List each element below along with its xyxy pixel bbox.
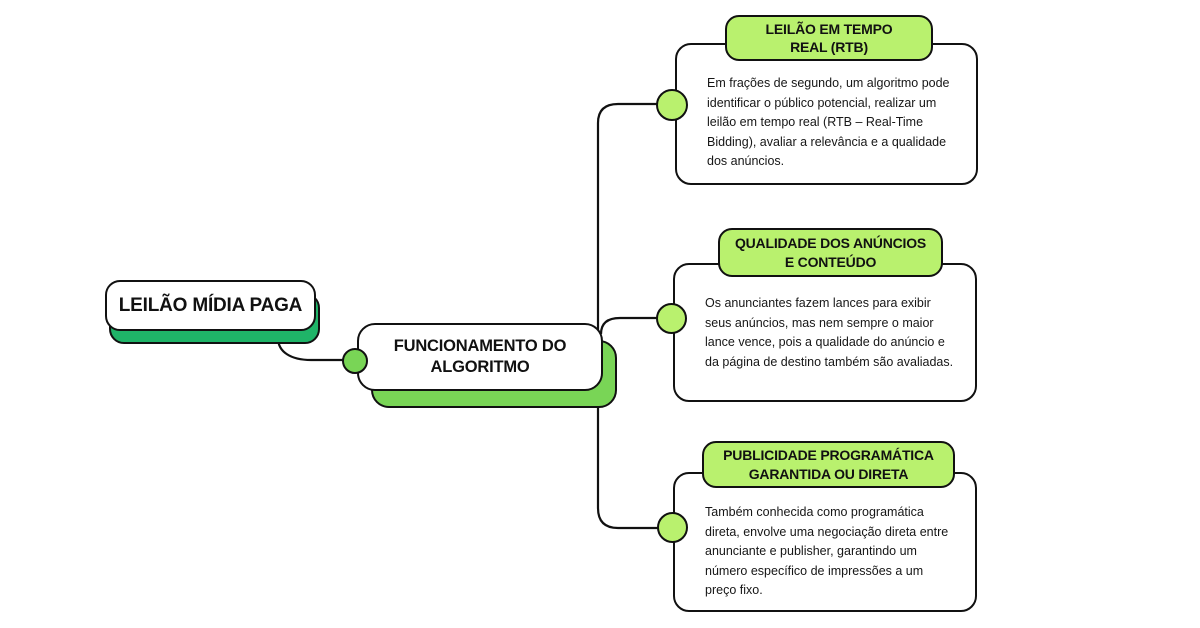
connector-center-to-branch-1 xyxy=(596,102,658,358)
branch-header-programmatic: PUBLICIDADE PROGRAMÁTICA GARANTIDA OU DI… xyxy=(702,441,955,488)
center-node: FUNCIONAMENTO DO ALGORITMO xyxy=(357,323,603,391)
connector-dot-branch-1 xyxy=(656,89,688,121)
center-node-label: FUNCIONAMENTO DO ALGORITMO xyxy=(393,337,567,376)
branch-card-quality: Os anunciantes fazem lances para exibir … xyxy=(673,263,977,402)
connector-dot-center xyxy=(342,348,368,374)
connector-center-to-branch-3 xyxy=(596,358,659,530)
branch-card-rtb: Em frações de segundo, um algoritmo pode… xyxy=(675,43,978,185)
branch-card-rtb-body: Em frações de segundo, um algoritmo pode… xyxy=(707,76,950,168)
branch-header-quality-label: QUALIDADE DOS ANÚNCIOS E CONTEÚDO xyxy=(734,235,927,270)
branch-header-programmatic-label: PUBLICIDADE PROGRAMÁTICA GARANTIDA OU DI… xyxy=(723,447,934,482)
root-node-label: LEILÃO MÍDIA PAGA xyxy=(118,294,303,316)
connector-dot-branch-3 xyxy=(657,512,688,543)
root-node: LEILÃO MÍDIA PAGA xyxy=(105,280,316,331)
branch-card-programmatic-body: Também conhecida como programática diret… xyxy=(705,505,949,597)
connector-center-to-branch-2 xyxy=(599,316,658,335)
branch-header-rtb-label: LEILÃO EM TEMPO REAL (RTB) xyxy=(765,20,893,55)
branch-card-quality-body: Os anunciantes fazem lances para exibir … xyxy=(705,296,954,369)
connector-dot-branch-2 xyxy=(656,303,687,334)
branch-header-quality: QUALIDADE DOS ANÚNCIOS E CONTEÚDO xyxy=(718,228,943,277)
branch-card-programmatic: Também conhecida como programática diret… xyxy=(673,472,977,612)
branch-header-rtb: LEILÃO EM TEMPO REAL (RTB) xyxy=(725,15,933,61)
